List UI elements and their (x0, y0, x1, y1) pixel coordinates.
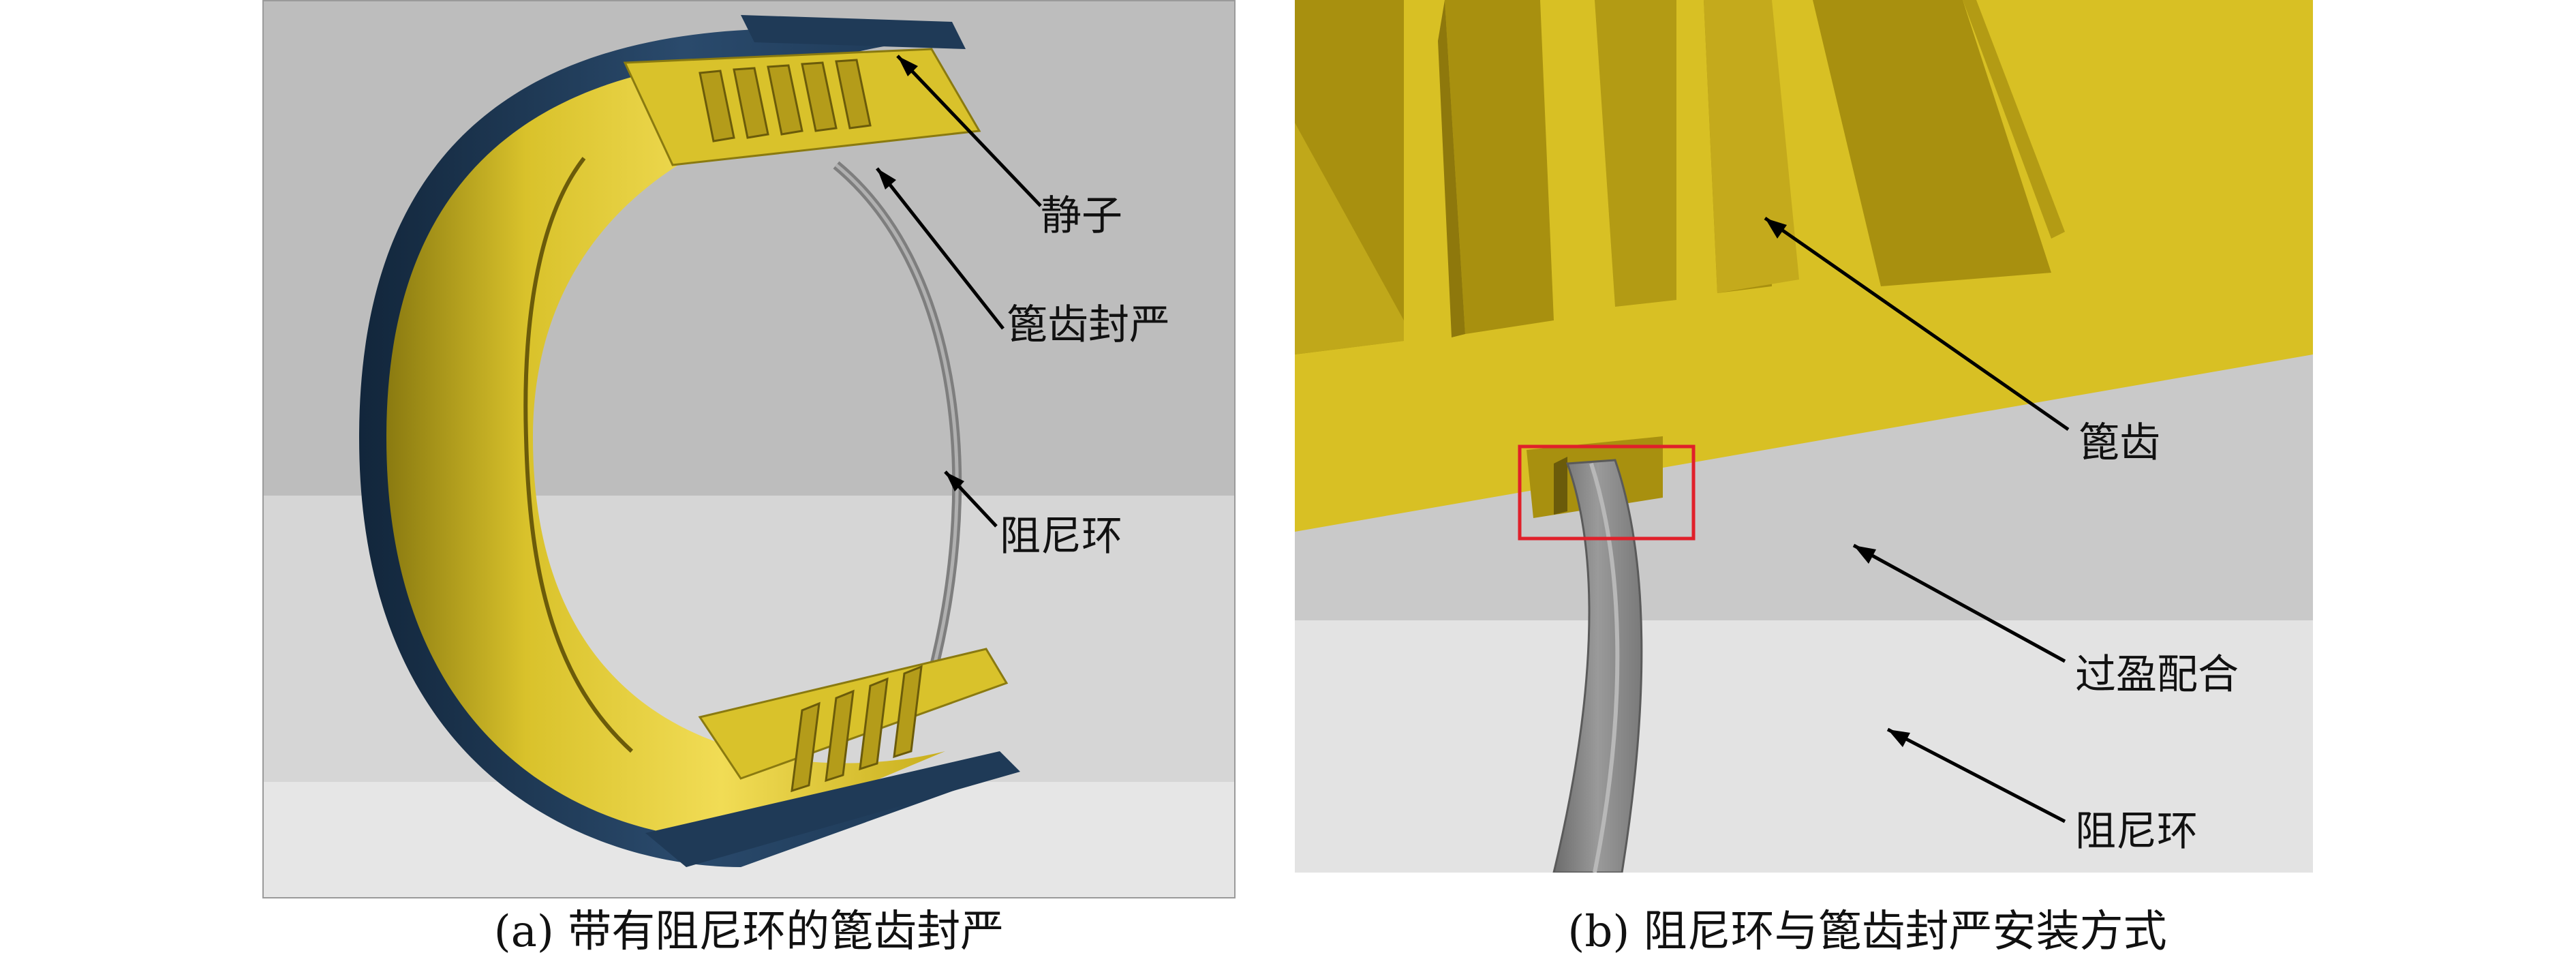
damping-ring-section (1552, 459, 1643, 873)
label-stator: 静子 (1041, 192, 1122, 240)
labyrinth-seal-shell (386, 56, 945, 840)
teeth-cavities (1295, 0, 2313, 354)
seal-bottom-teeth (791, 665, 923, 793)
panel-b-arrowheads (1765, 218, 1910, 747)
background-lower-b (1295, 620, 2313, 873)
teeth-arrowhead (1765, 218, 1787, 239)
stator-bottom-plate (645, 751, 1020, 867)
panel-b-leader-lines (1764, 216, 2070, 823)
label-damping-ring-a: 阻尼环 (1000, 513, 1122, 560)
ring-arrowhead-b (1888, 729, 1910, 747)
label-labyrinth-teeth: 篦齿 (2079, 419, 2160, 467)
caption-panel-a: (a) 带有阻尼环的篦齿封严 (493, 907, 1005, 957)
damping-ring-edge (1589, 463, 1620, 873)
panel-a-arrowheads (877, 56, 964, 491)
panel-a-illustration (264, 1, 1234, 897)
label-interference-fit: 过盈配合 (2075, 651, 2239, 699)
panel-b-illustration (1295, 0, 2313, 873)
damping-ring-highlight (835, 164, 959, 677)
ring-groove-shadow (1554, 457, 1567, 515)
seal-leader (876, 167, 1005, 330)
stator-leader (896, 55, 1042, 207)
panel-b-installation-detail: 篦齿 过盈配合 阻尼环 (1295, 0, 2313, 873)
fit-arrowhead (1854, 545, 1876, 564)
ring-leader-b (1886, 727, 2066, 823)
caption-panel-b: (b) 阻尼环与篦齿封严安装方式 (1567, 907, 2167, 957)
label-damping-ring-b: 阻尼环 (2075, 808, 2198, 856)
seal-arrowhead (877, 168, 896, 190)
seal-bottom-flange (698, 648, 1009, 780)
teeth-leader (1764, 216, 2070, 432)
fit-leader (1852, 543, 2066, 663)
seal-top-teeth (699, 59, 872, 142)
stator-arrowhead (898, 56, 918, 76)
seal-inner-rim (523, 157, 634, 753)
panel-a-seal-assembly: 静子 篦齿封严 阻尼环 (262, 0, 1236, 898)
ring-arrowhead (945, 472, 964, 491)
label-labyrinth-seal-a: 篦齿封严 (1007, 301, 1170, 349)
stator-top-plate (741, 15, 966, 49)
interference-fit-highlight (1518, 444, 1696, 541)
